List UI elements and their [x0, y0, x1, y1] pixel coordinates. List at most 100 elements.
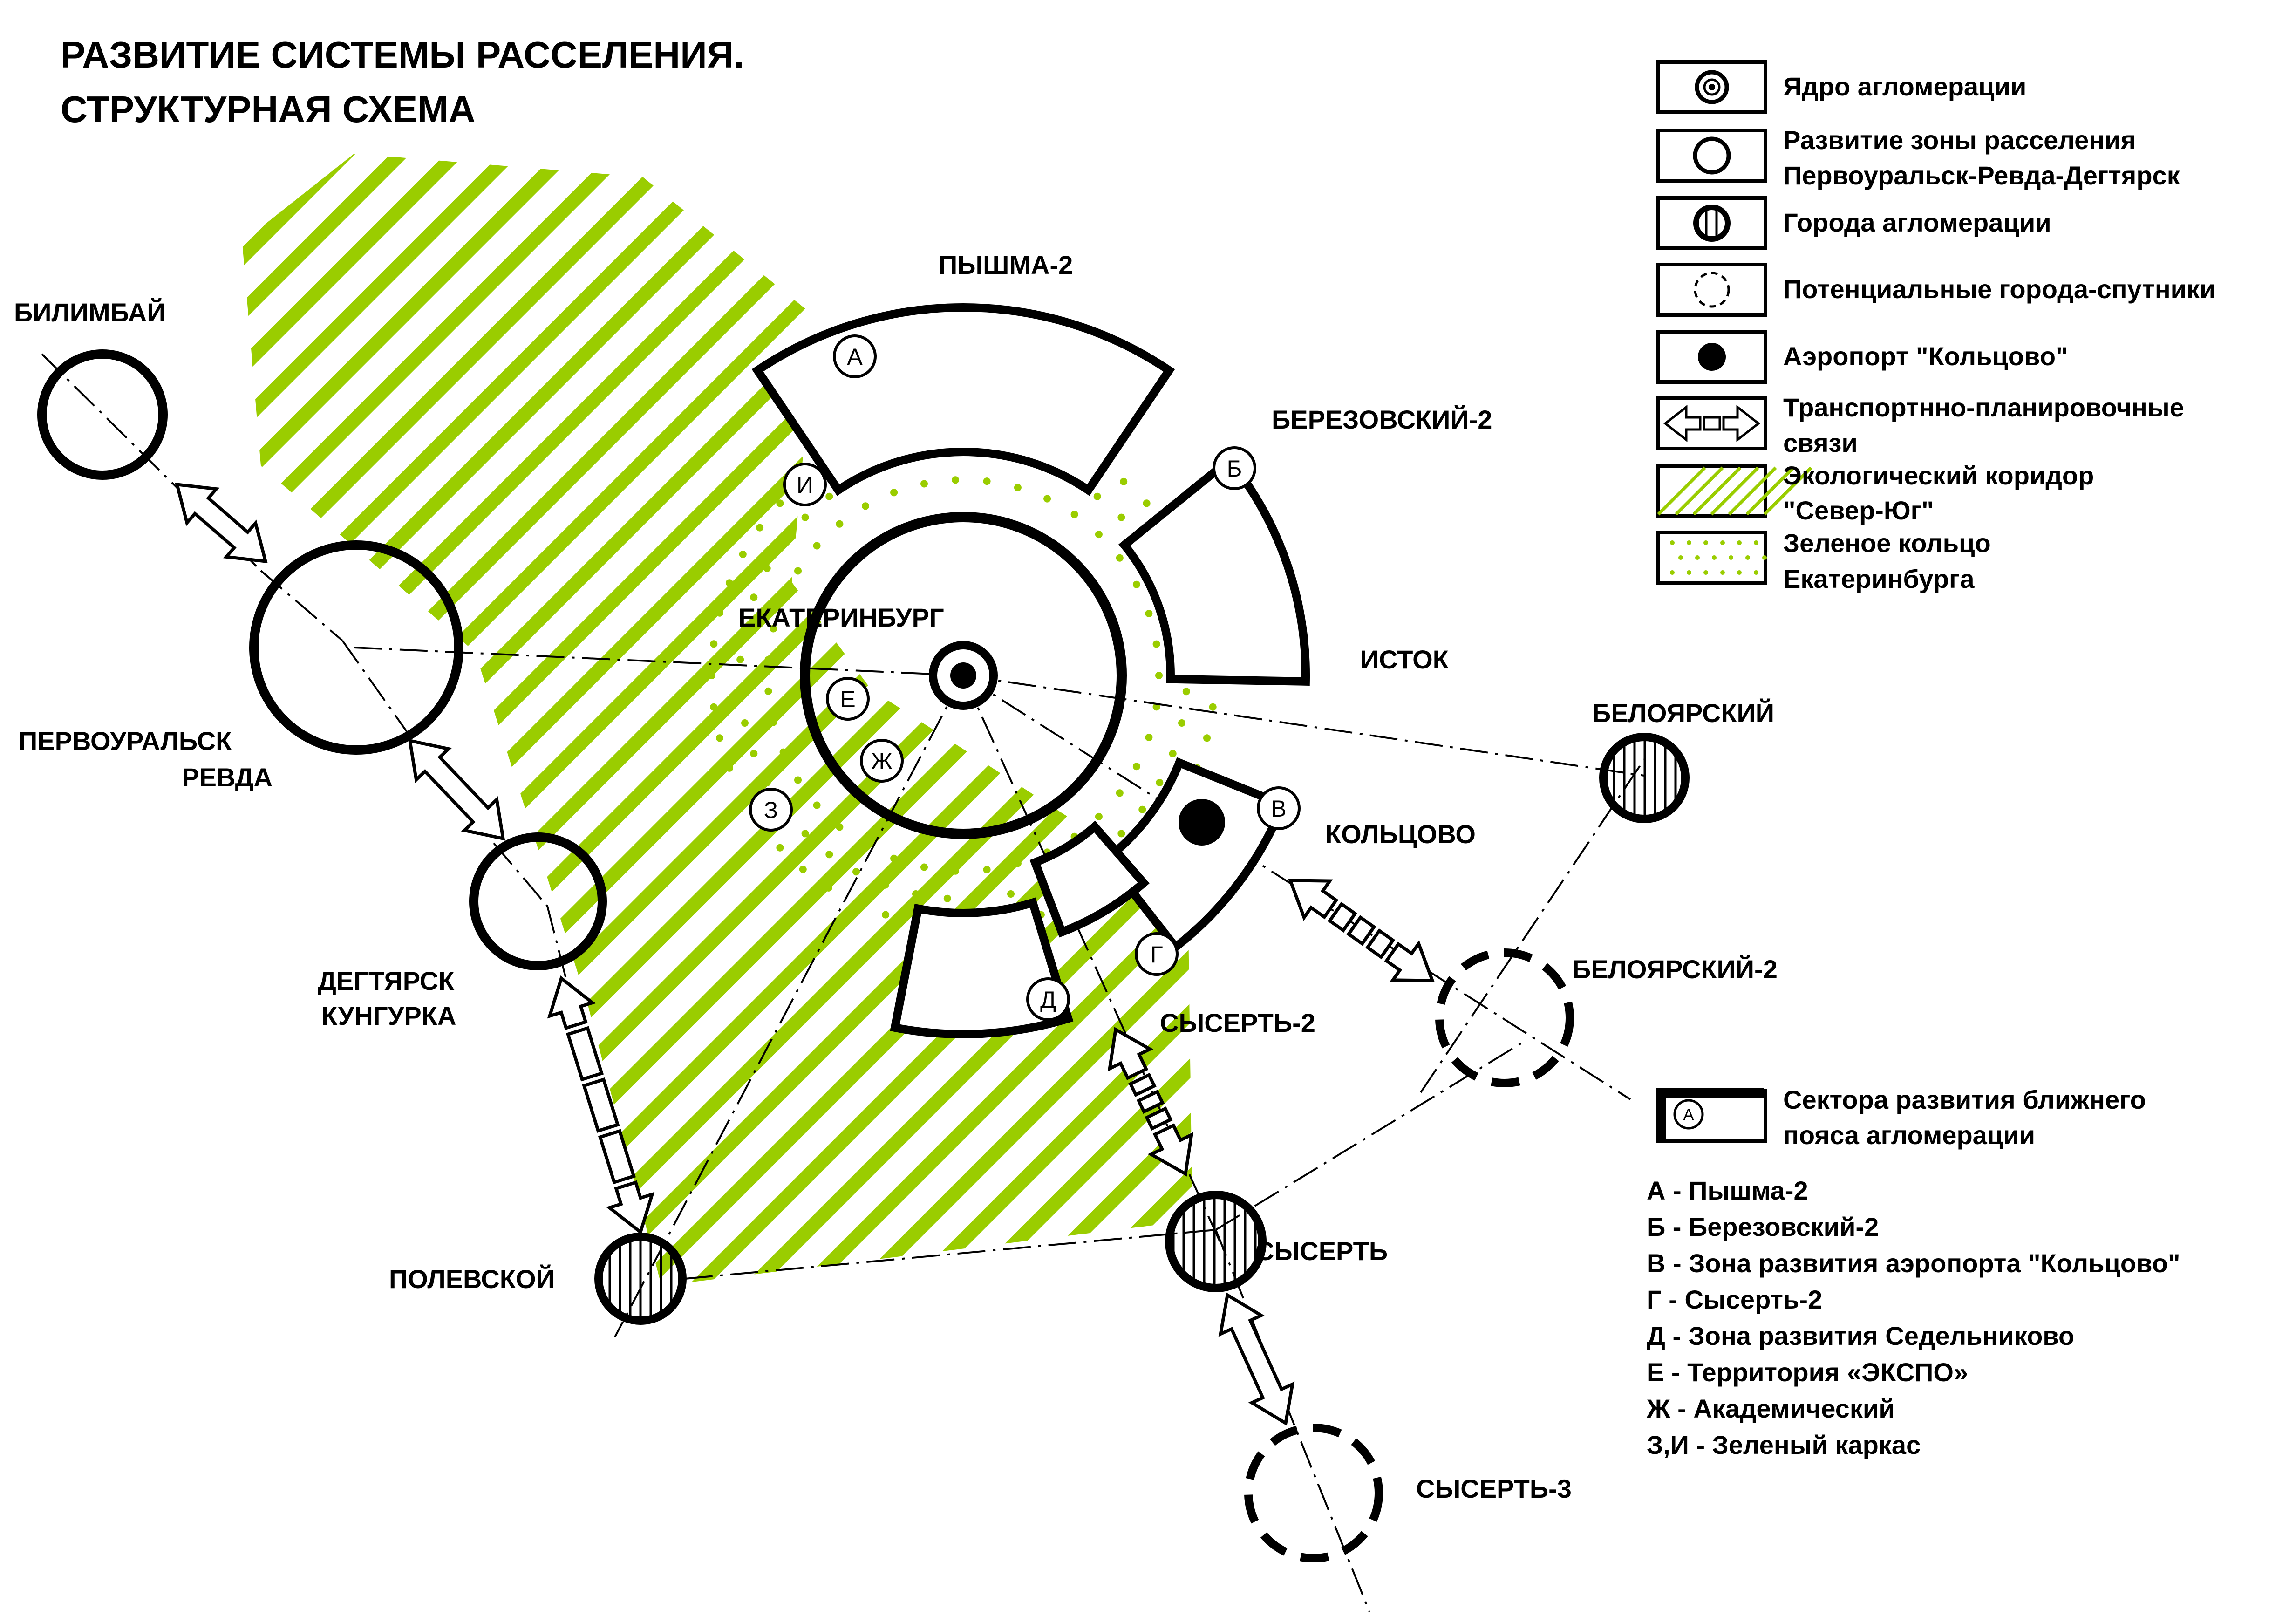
green-ring-dot: [983, 866, 991, 873]
green-ring-dot: [1152, 640, 1160, 648]
sector-badge-letter: Г: [1150, 941, 1163, 968]
legend-dot: [1754, 540, 1758, 545]
beloyarsky2-circle[interactable]: [1435, 948, 1574, 1087]
legend-sectors: А Сектора развития ближнего пояса агломе…: [1656, 1085, 2146, 1150]
sector-badge-a[interactable]: А: [833, 334, 877, 378]
legend-green-ring-label-2: Екатеринбурга: [1783, 564, 1975, 593]
corridor-hatch-line: [242, 154, 640, 1286]
green-ring-dot: [1143, 499, 1151, 507]
green-ring-dot: [862, 841, 869, 849]
legend: Ядро агломерации Развитие зоны расселени…: [1656, 60, 2216, 1150]
green-ring-dot: [1145, 610, 1153, 617]
sector-v-koltsovo[interactable]: [1101, 757, 1288, 953]
polevskoy-circle[interactable]: [594, 1233, 687, 1325]
corridor-hatch-line: [1131, 154, 1192, 1286]
sector-badge-d[interactable]: Д: [1026, 977, 1070, 1021]
green-ring-dot: [825, 851, 833, 859]
sector-list-item: В - Зона развития аэропорта "Кольцово": [1647, 1248, 2180, 1278]
green-ring-dot: [1117, 513, 1125, 521]
sector-d-sedelnikovo[interactable]: [890, 897, 1074, 1039]
green-ring-dot: [736, 688, 744, 696]
open-circle-icon: [1693, 136, 1731, 175]
sector-badge-v[interactable]: В: [1257, 786, 1301, 830]
legend-dot: [1745, 555, 1750, 560]
corridor-hatch-line: [0, 140, 140, 1398]
green-ring-dot: [716, 734, 723, 742]
legend-dot: [1678, 555, 1683, 560]
sector-list-item: Ж - Академический: [1646, 1394, 1895, 1423]
legend-dot: [1762, 555, 1767, 560]
bilimbay-circle[interactable]: [37, 349, 168, 480]
sysert-circle[interactable]: [1165, 1191, 1267, 1292]
legend-dot: [1737, 570, 1742, 575]
green-ring-dot: [725, 579, 733, 587]
green-ring-dot: [794, 567, 802, 575]
corridor-hatch-line: [242, 154, 969, 1286]
green-ring-dot: [750, 593, 758, 601]
sector-list-item: А - Пышма-2: [1647, 1176, 1808, 1205]
koltsovo-airport-icon[interactable]: [1179, 799, 1225, 846]
green-ring-dot: [736, 655, 744, 663]
beloyarsky-circle[interactable]: [1599, 733, 1690, 823]
green-ring-dot: [801, 830, 809, 838]
legend-dot: [1687, 540, 1691, 545]
legend-hatch-line: [1657, 466, 1706, 516]
green-ring-dot: [779, 595, 787, 603]
green-ring-dot: [824, 884, 832, 892]
sector-badge-i[interactable]: И: [783, 463, 827, 506]
sector-badge-letter: З: [764, 797, 778, 823]
green-ring-dot: [1095, 531, 1103, 539]
dashed-circle-icon: [1694, 272, 1730, 308]
label-koltsovo: КОЛЬЦОВО: [1325, 819, 1476, 849]
pervouralsk-circle[interactable]: [249, 540, 463, 755]
green-ring-dot: [852, 899, 860, 907]
corridor-hatch-line: [242, 154, 530, 1286]
sector-badge-e[interactable]: Е: [826, 677, 870, 721]
legend-dot: [1729, 555, 1733, 560]
corridor-hatch-line: [242, 154, 695, 1286]
legend-hatch-line: [1675, 466, 1724, 516]
green-ring-dot: [779, 748, 787, 756]
sector-g-sysert2[interactable]: [1029, 820, 1150, 938]
double-ring-dot-icon: [1695, 70, 1729, 104]
corridor-hatch-line: [242, 154, 475, 1286]
legend-transport-label-1: Транспортнно-планировочные: [1783, 393, 2184, 422]
sector-badge-b[interactable]: Б: [1213, 446, 1256, 490]
legend-green-ring: Зеленое кольцо Екатеринбурга: [1656, 528, 1991, 593]
green-ring-dot: [920, 863, 928, 871]
green-ring-dot: [881, 881, 889, 889]
legend-hatch-line: [1710, 466, 1759, 516]
title-line-2: СТРУКТУРНАЯ СХЕМА: [61, 89, 476, 130]
sector-b-berezovsky2[interactable]: [1118, 454, 1310, 686]
green-ring-dot: [1178, 719, 1185, 727]
double-arrow-icon: [1663, 404, 1761, 443]
green-ring-dot: [1117, 830, 1125, 838]
legend-satellites: Потенциальные города-спутники: [1656, 263, 2216, 317]
sector-badge-z[interactable]: З: [749, 788, 793, 832]
label-beloyarsky2: БЕЛОЯРСКИЙ-2: [1572, 955, 1778, 984]
degtyarsk-circle[interactable]: [469, 832, 607, 970]
agglomeration-core-icon[interactable]: [929, 641, 998, 710]
diagonal-hatch-icon: [1657, 466, 1812, 516]
sector-list-item: Б - Березовский-2: [1647, 1212, 1879, 1241]
sysert3-circle[interactable]: [1244, 1424, 1383, 1562]
green-ring-dot: [739, 793, 747, 801]
legend-corridor-label-1: Экологический коридор: [1783, 461, 2094, 490]
sector-a-pyshma2[interactable]: [751, 303, 1175, 496]
green-ring-dot: [764, 687, 772, 695]
legend-sectors-label-2: пояса агломерации: [1783, 1120, 2035, 1150]
sector-badge-g[interactable]: Г: [1135, 932, 1179, 976]
green-ring-dot: [801, 513, 809, 521]
legend-zone: Развитие зоны расселения Первоуральск-Ре…: [1656, 125, 2180, 190]
green-ring-dot: [1132, 580, 1140, 588]
sector-badge-zh[interactable]: Ж: [860, 739, 904, 783]
corridor-hatch-line: [1185, 154, 1192, 1286]
legend-hatch-line: [1692, 466, 1742, 516]
dotted-fill-icon: [1670, 540, 1767, 575]
legend-dot: [1670, 570, 1675, 575]
ekaterinburg-circle[interactable]: [800, 512, 1127, 839]
green-ring-dot: [1043, 495, 1051, 503]
green-ring-dot: [770, 718, 777, 726]
label-berezovsky2: БЕРЕЗОВСКИЙ-2: [1272, 405, 1492, 434]
